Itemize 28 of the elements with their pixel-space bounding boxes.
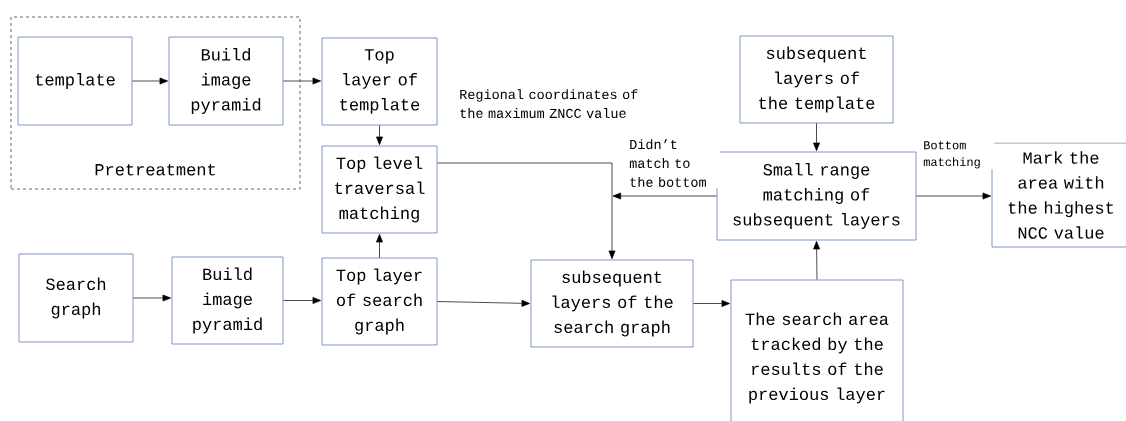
edge-label: Didn’t match to the bottom: [628, 138, 721, 188]
arrow: [376, 125, 383, 145]
process-box: Build image pyramid: [168, 36, 284, 126]
arrow: [813, 123, 820, 151]
arrow: [283, 297, 321, 304]
edge-label: Bottom matching: [922, 140, 995, 170]
arrow: [376, 234, 383, 258]
arrow: [132, 77, 168, 85]
process-box: Mark the area with the highest NCC value: [991, 142, 1126, 248]
process-box: The search area tracked by the results of the previous layer: [730, 279, 904, 421]
process-box: Top level traversal matching: [321, 145, 438, 234]
arrow: [612, 192, 717, 200]
process-box: Top layer of template: [321, 37, 438, 126]
process-box: subsequent layers of the template: [739, 35, 894, 124]
edge-label: Regional coordinates of the maximum ZNCC value: [458, 88, 641, 119]
arrow: [437, 162, 616, 259]
arrow: [133, 294, 171, 302]
process-box: subsequent layers of the search graph: [530, 259, 694, 348]
arrow: [813, 241, 821, 280]
arrow: [437, 299, 530, 307]
process-box: Search graph: [18, 253, 134, 343]
process-box: Small range matching of subsequent layers: [716, 151, 917, 241]
process-box: template: [17, 36, 133, 126]
process-box: Top layer of search graph: [321, 257, 438, 346]
arrow: [916, 192, 991, 200]
arrow: [693, 300, 730, 307]
process-box: Build image pyramid: [171, 256, 284, 345]
arrow: [283, 77, 321, 85]
